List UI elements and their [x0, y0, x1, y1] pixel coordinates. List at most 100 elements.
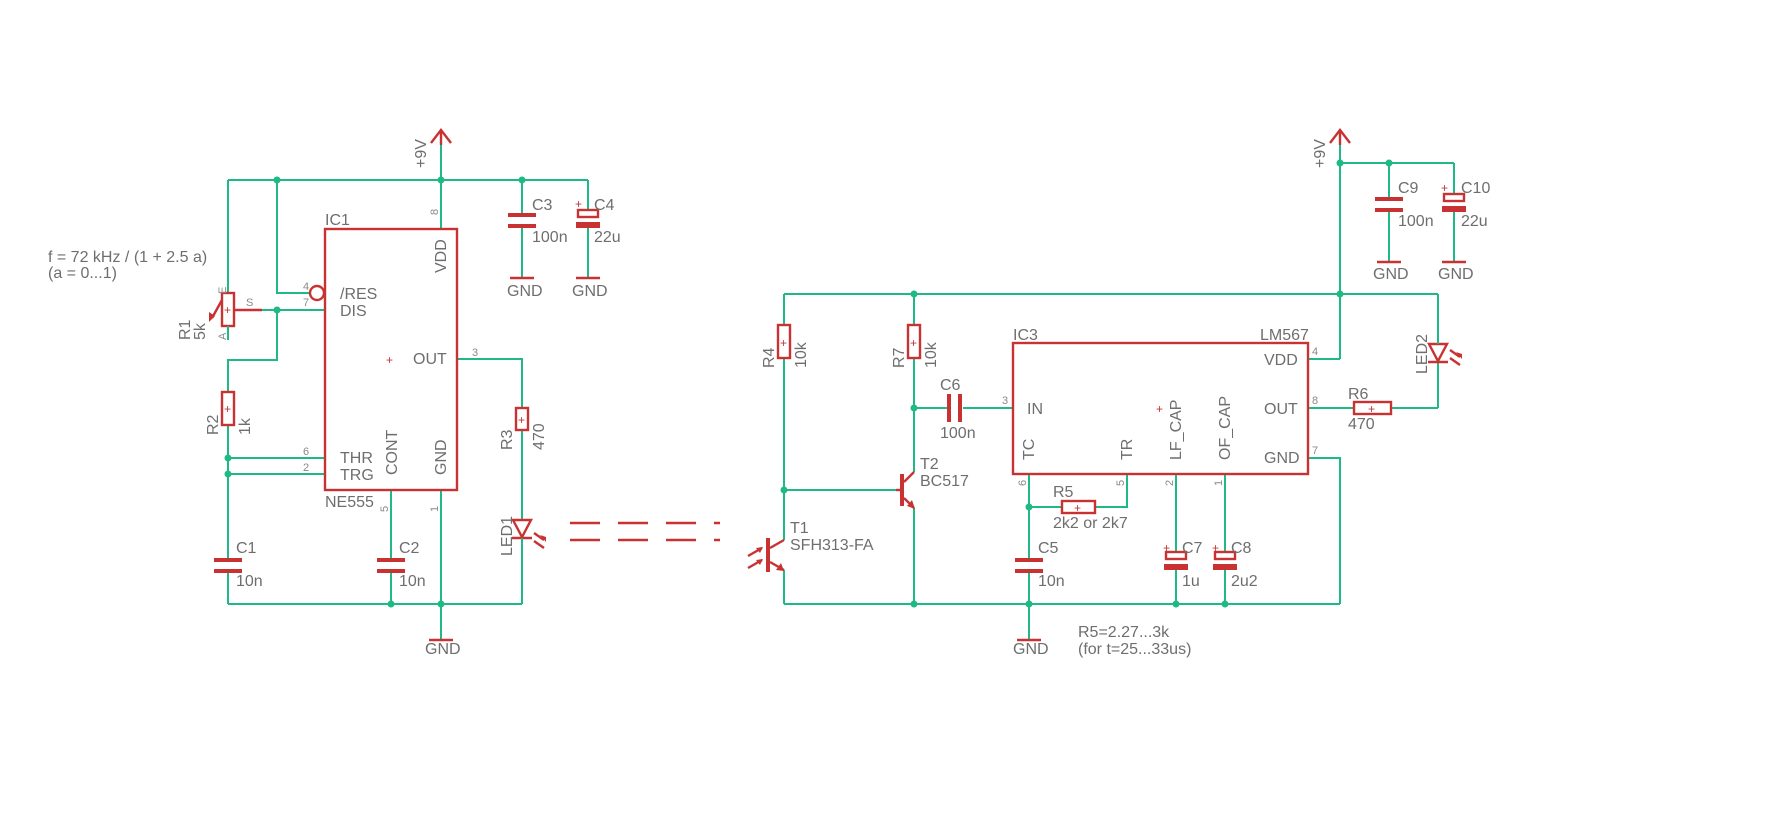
- ic3-name: IC3: [1013, 327, 1038, 344]
- resistor-r6: + R6 470: [1348, 386, 1393, 433]
- ic3-origin-mark: +: [1156, 402, 1163, 416]
- ic3-pinnum-3: 3: [1002, 395, 1008, 407]
- ic3-pin-lfcap-label: LF_CAP: [1168, 400, 1185, 460]
- resistor-r4: + R4 10k: [761, 323, 810, 368]
- c9-value: 100n: [1398, 213, 1434, 230]
- ic1-pin-res-label: /RES: [340, 286, 377, 303]
- ic1-pinnum-3: 3: [472, 347, 478, 359]
- r1-s-label: S: [246, 297, 253, 309]
- c8-name: C8: [1231, 540, 1252, 557]
- gnd-label-c10: GND: [1438, 266, 1474, 283]
- resistor-r3: + R3 470: [499, 406, 548, 450]
- junction-dots: [224, 159, 1393, 608]
- t2-value: BC517: [920, 473, 969, 490]
- r7-mark: +: [910, 336, 917, 350]
- left-wires: [227, 145, 589, 640]
- r5-mark: +: [1074, 501, 1081, 515]
- resistor-r5: + R5 2k2 or 2k7: [1053, 484, 1128, 532]
- ic1-pin-vdd-label: VDD: [433, 239, 450, 273]
- r2-name: R2: [205, 414, 222, 435]
- ic1-pin-dis-label: DIS: [340, 303, 367, 320]
- ic1-pinnum-5: 5: [379, 506, 391, 512]
- r5-value: 2k2 or 2k7: [1053, 515, 1128, 532]
- capacitor-c3: C3 100n: [508, 197, 568, 246]
- ic3-pinnum-7: 7: [1312, 445, 1318, 457]
- c1-name: C1: [236, 540, 257, 557]
- c4-polarity: +: [575, 197, 582, 211]
- gnd-symbols: GND GND GND GND GND GND: [425, 260, 1474, 658]
- ic1-origin-mark: +: [386, 353, 393, 367]
- t1-value: SFH313-FA: [790, 537, 874, 554]
- r1-e-label: E: [217, 287, 229, 294]
- resistor-r7: + R7 10k: [891, 323, 940, 368]
- formula-line2: (a = 0...1): [48, 265, 117, 282]
- ic1-pinnum-2: 2: [303, 462, 309, 474]
- ic1-pin-trg-label: TRG: [340, 467, 374, 484]
- r4-name: R4: [761, 347, 778, 368]
- ic1-name: IC1: [325, 212, 350, 229]
- ic3-pin-tc-label: TC: [1021, 439, 1038, 460]
- ic1-pinnum-7: 7: [303, 297, 309, 309]
- ic3-pinnum-8: 8: [1312, 395, 1318, 407]
- ic3-pin-ofcap-label: OF_CAP: [1217, 396, 1234, 460]
- transistor-t2: T2 BC517: [896, 456, 969, 509]
- ic1-ne555: + IC1 NE555 /RES DIS THR TRG OUT CONT GN…: [303, 209, 478, 512]
- c2-name: C2: [399, 540, 420, 557]
- formula-line1: f = 72 kHz / (1 + 2.5 a): [48, 249, 207, 266]
- ic3-pinnum-1: 1: [1213, 480, 1225, 486]
- ic3-pinnum-5: 5: [1115, 480, 1127, 486]
- r6-value: 470: [1348, 416, 1375, 433]
- ic1-pinnum-1: 1: [429, 506, 441, 512]
- capacitor-c10: + C10 22u: [1441, 180, 1490, 230]
- r4-value: 10k: [793, 341, 810, 368]
- capacitor-c1: C1 10n: [214, 540, 263, 590]
- ic1-pin-cont-label: CONT: [384, 429, 401, 475]
- r1-name: R1: [177, 319, 194, 340]
- ic1-pinnum-6: 6: [303, 446, 309, 458]
- ic3-lm567: + IC3 LM567 VDD OUT GND IN TC TR LF_CAP …: [1002, 327, 1318, 486]
- capacitor-c2: C2 10n: [377, 540, 426, 590]
- r2-value: 1k: [237, 417, 254, 435]
- r4-mark: +: [780, 336, 787, 350]
- c4-value: 22u: [594, 229, 621, 246]
- capacitor-c6: C6 100n: [940, 377, 976, 442]
- ic3-pinnum-2: 2: [1164, 480, 1176, 486]
- t2-name: T2: [920, 456, 939, 473]
- gnd-label-left: GND: [425, 641, 461, 658]
- c2-value: 10n: [399, 573, 426, 590]
- vcc-right-label: +9V: [1312, 139, 1329, 168]
- c8-value: 2u2: [1231, 573, 1258, 590]
- ic3-pinnum-6: 6: [1017, 480, 1029, 486]
- c7-name: C7: [1182, 540, 1203, 557]
- capacitor-c5: C5 10n: [1015, 540, 1065, 590]
- ic1-pin-out-label: OUT: [413, 351, 447, 368]
- ic3-pinnum-4: 4: [1312, 346, 1318, 358]
- r1-value: 5k: [192, 322, 209, 340]
- r1-mark: +: [224, 303, 231, 317]
- ic1-pinnum-8: 8: [429, 209, 441, 215]
- c6-value: 100n: [940, 425, 976, 442]
- vcc-symbol-left: +9V: [413, 128, 452, 168]
- ic3-pin-in-label: IN: [1027, 401, 1043, 418]
- c7-value: 1u: [1182, 573, 1200, 590]
- r6-name: R6: [1348, 386, 1369, 403]
- ic1-pin-gnd-label: GND: [433, 439, 450, 475]
- resistor-r2: + R2 1k: [205, 390, 254, 435]
- c10-name: C10: [1461, 180, 1490, 197]
- c1-value: 10n: [236, 573, 263, 590]
- r7-value: 10k: [923, 341, 940, 368]
- c8-polarity: +: [1212, 541, 1219, 555]
- r7-name: R7: [891, 347, 908, 368]
- note-r5-line1: R5=2.27...3k: [1078, 624, 1170, 641]
- ic3-pin-gnd-label: GND: [1264, 450, 1300, 467]
- ic3-pin-vdd-label: VDD: [1264, 352, 1298, 369]
- gnd-label-c9: GND: [1373, 266, 1409, 283]
- led-led1: LED1: [499, 516, 546, 556]
- led1-name: LED1: [499, 516, 516, 556]
- ic1-pinnum-4: 4: [303, 281, 309, 293]
- c10-polarity: +: [1441, 181, 1448, 195]
- c3-name: C3: [532, 197, 553, 214]
- c5-name: C5: [1038, 540, 1059, 557]
